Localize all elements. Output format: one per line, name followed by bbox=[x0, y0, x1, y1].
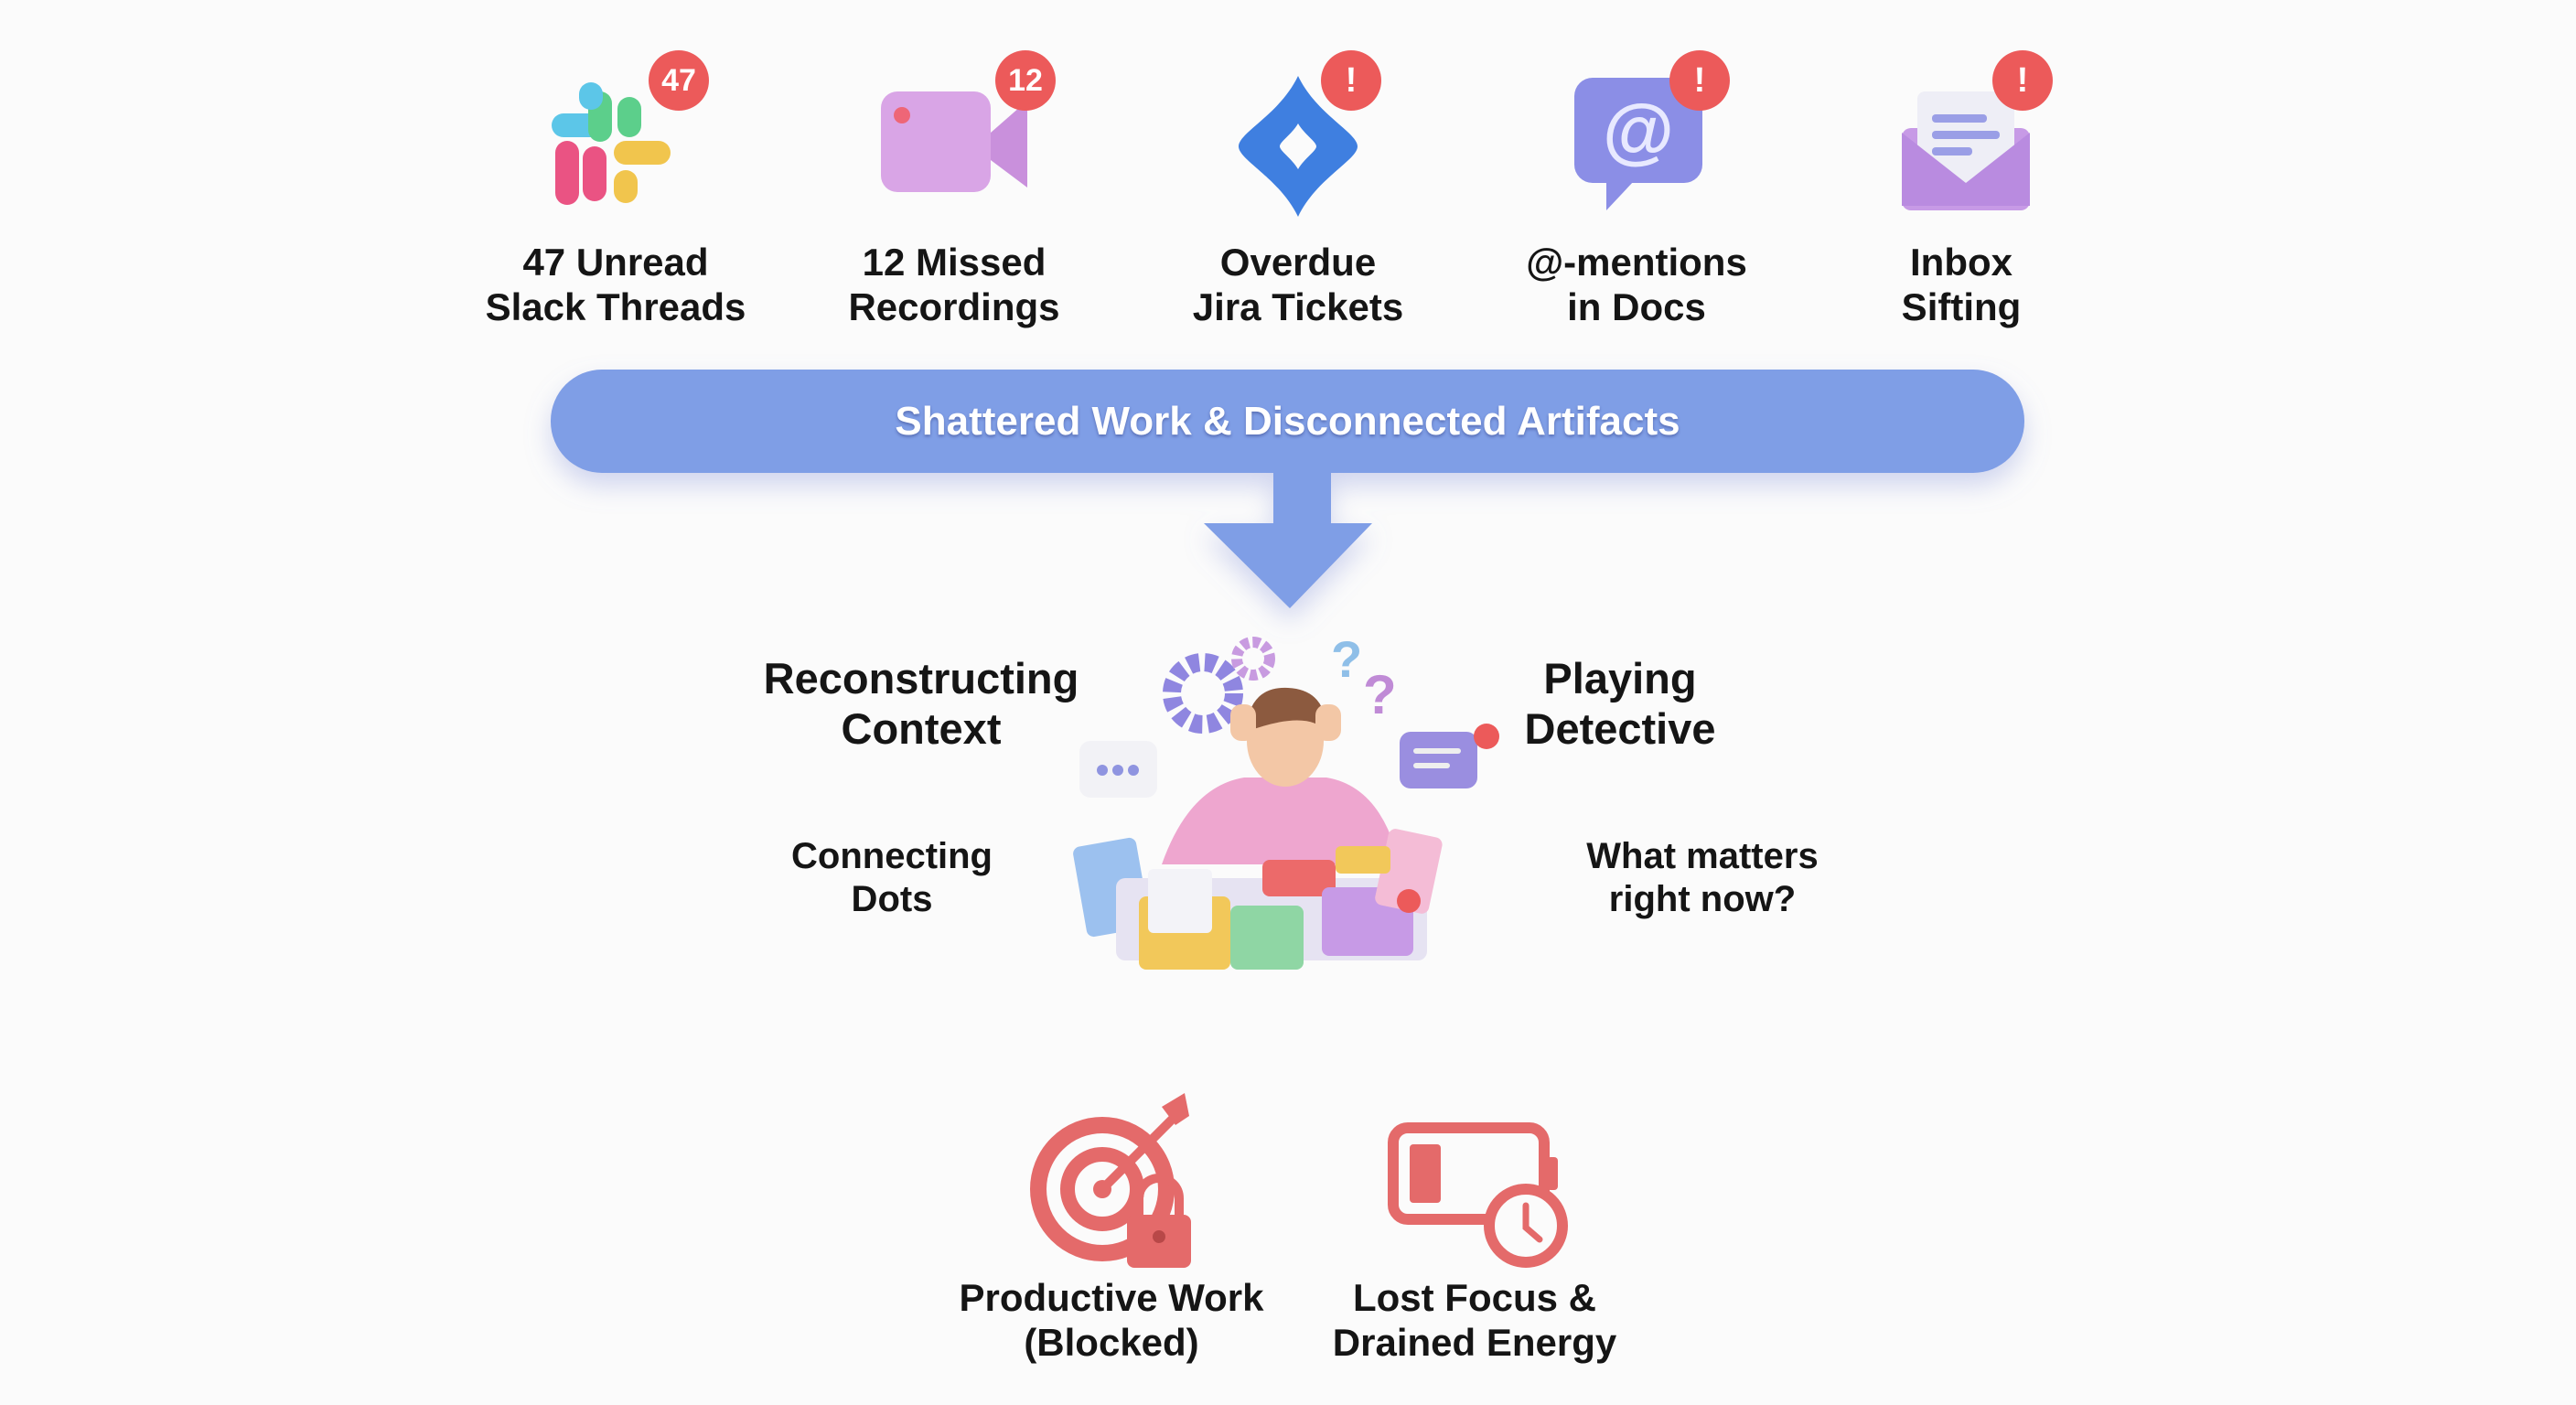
label-line: Context bbox=[841, 703, 1002, 753]
outcome-label-blocked: Productive Work(Blocked) bbox=[960, 1275, 1264, 1365]
jira-icon bbox=[1239, 76, 1358, 217]
notification-badge bbox=[1992, 50, 2053, 111]
notification-badge bbox=[995, 50, 1056, 111]
badge-count: ! bbox=[2016, 61, 2029, 100]
question-mark-icon: ? bbox=[1331, 630, 1362, 688]
badge-count: 47 bbox=[661, 63, 696, 98]
label-line: Jira Tickets bbox=[1192, 285, 1404, 329]
banner-arrow bbox=[551, 370, 2024, 608]
label-line: What matters bbox=[1586, 836, 1819, 876]
label-line: Playing bbox=[1543, 654, 1697, 702]
label-line: in Docs bbox=[1567, 285, 1706, 329]
label-line: Detective bbox=[1524, 703, 1716, 753]
label-line: Sifting bbox=[1901, 285, 2022, 329]
label-line: (Blocked) bbox=[1024, 1321, 1199, 1365]
chat-bubble-icon bbox=[1079, 741, 1157, 798]
notification-badge bbox=[1321, 50, 1381, 111]
overwhelmed-person-illustration: ? ? bbox=[1073, 630, 1499, 970]
badge-count: 12 bbox=[1008, 63, 1043, 98]
label-line: Drained Energy bbox=[1332, 1321, 1617, 1365]
message-icon bbox=[1400, 724, 1499, 788]
notification-badge bbox=[1669, 50, 1730, 111]
gear-icon bbox=[1163, 653, 1243, 734]
svg-text:@: @ bbox=[1603, 90, 1674, 171]
badge-count: ! bbox=[1693, 61, 1706, 100]
envelope-icon bbox=[1902, 91, 2030, 210]
document-pile-icon bbox=[1073, 829, 1443, 970]
badge-count: ! bbox=[1345, 61, 1358, 100]
notification-badge bbox=[649, 50, 709, 111]
blocked-target-icon bbox=[1030, 1093, 1191, 1268]
label-line: Connecting bbox=[791, 836, 993, 876]
label-line: 12 Missed bbox=[862, 241, 1046, 284]
banner-title: Shattered Work & Disconnected Artifacts bbox=[895, 399, 1680, 444]
label-line: Slack Threads bbox=[485, 285, 746, 329]
label-line: Lost Focus & bbox=[1352, 1276, 1596, 1319]
video-camera-icon bbox=[881, 91, 1027, 192]
label-line: right now? bbox=[1608, 878, 1797, 919]
slack-icon bbox=[552, 82, 671, 205]
outcome-label-drained: Lost Focus &Drained Energy bbox=[1333, 1275, 1616, 1365]
question-mark-icon: ? bbox=[1363, 664, 1397, 725]
label-line: Reconstructing bbox=[763, 654, 1079, 702]
at-mention-icon: @ bbox=[1574, 78, 1702, 210]
gear-icon bbox=[1231, 637, 1275, 681]
low-battery-clock-icon bbox=[1388, 1122, 1568, 1268]
label-line: Recordings bbox=[848, 285, 1060, 329]
label-line: @-mentions bbox=[1526, 241, 1747, 284]
label-line: Overdue bbox=[1219, 241, 1377, 284]
label-line: 47 Unread bbox=[522, 241, 709, 284]
label-line: Productive Work bbox=[959, 1276, 1264, 1319]
label-line: Dots bbox=[851, 878, 933, 919]
label-line: Inbox bbox=[1909, 241, 2012, 284]
